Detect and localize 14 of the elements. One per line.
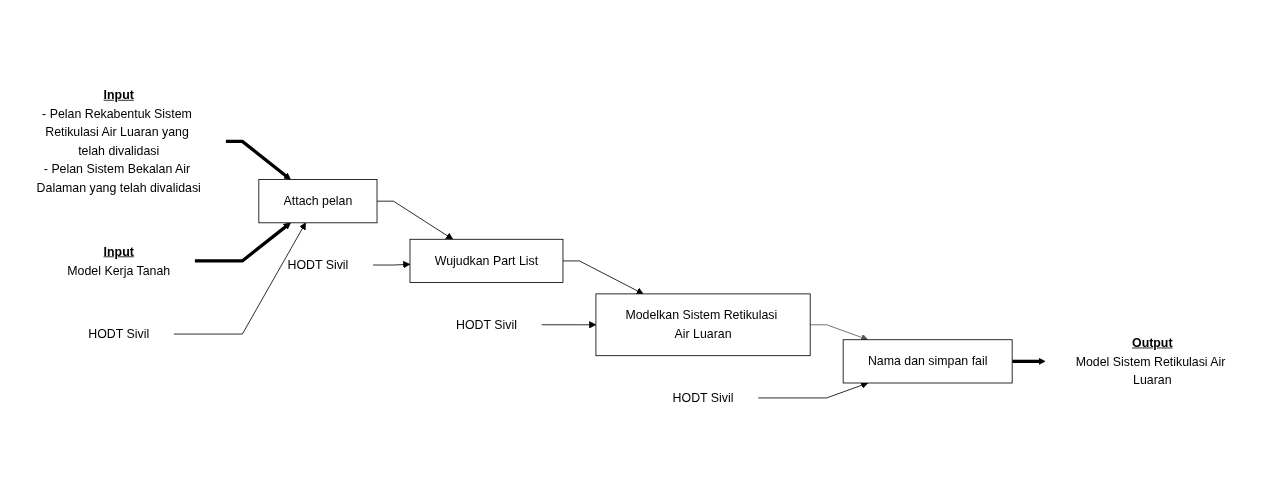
- node-text: Input - Pelan Rekabentuk Sistem Retikulasi Air Luaran yang telah divalidasi - Pelan Sistem Bekalan Air Dalaman yang telah divalidasi: [36, 87, 201, 195]
- node-text: HODT Sivil: [287, 257, 349, 272]
- node-text: Input Model Kerja Tanah: [67, 244, 171, 277]
- arrow: [194, 222, 291, 263]
- arrow: [225, 139, 291, 180]
- node-text: Output Model Sistem Retikulasi Air Luaran: [1075, 335, 1226, 387]
- node-box: Attach pelan: [258, 179, 378, 224]
- node-text: HODT Sivil: [672, 390, 734, 405]
- node-text: HODT Sivil: [456, 317, 517, 332]
- node-box: Nama dan simpan fail: [842, 339, 1013, 384]
- node-box: Wujudkan Part List: [409, 238, 564, 283]
- node-text: HODT Sivil: [88, 326, 150, 341]
- node-box: Modelkan Sistem Retikulasi Air Luaran: [595, 293, 811, 357]
- arrow: [1012, 357, 1046, 365]
